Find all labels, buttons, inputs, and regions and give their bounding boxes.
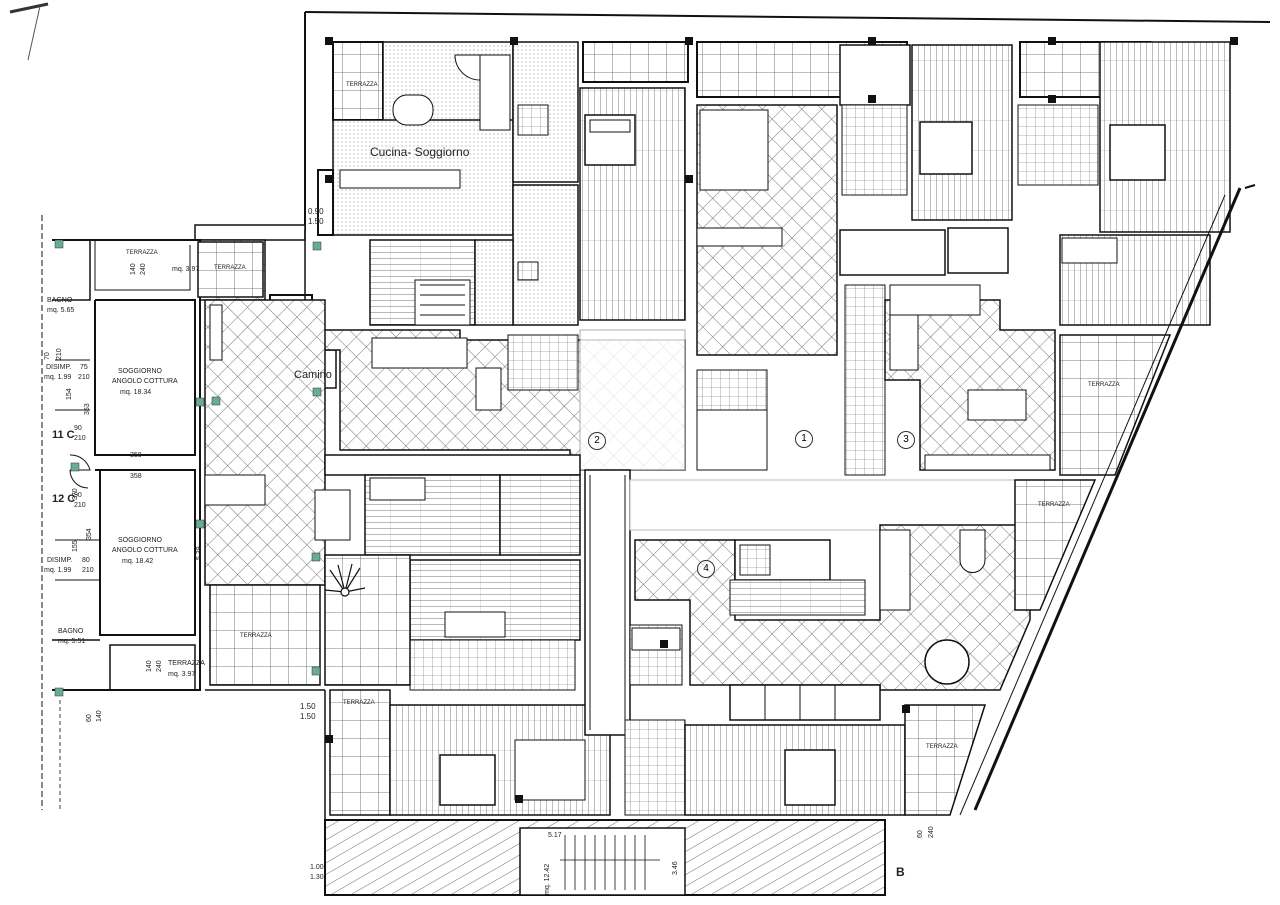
kitchen-living-label: Cucina- Soggiorno [370, 145, 470, 159]
dim-130: 1.30 [310, 874, 324, 881]
terrace-label-right-bottom: TERRAZZA [926, 744, 958, 750]
dim-60-right: 60 [917, 830, 924, 838]
closet-top-area: mq. 1.99 [44, 374, 72, 381]
dim-150-top: 1.50 [308, 217, 324, 226]
dim-240-b: 240 [156, 660, 163, 672]
living-bottom-line1: SOGGIORNO [118, 537, 162, 544]
dim-140-c: 140 [96, 710, 103, 722]
dim-210-c: 210 [78, 374, 90, 381]
left-units [41, 215, 201, 810]
dim-240-a: 240 [140, 263, 147, 275]
living-bottom-area: mq. 18.42 [122, 558, 154, 565]
unit-number-4: 4 [697, 560, 715, 578]
dim-517: 5.17 [548, 832, 562, 839]
dim-370: 370 [72, 488, 79, 500]
dim-210-d: 210 [82, 567, 94, 574]
closet-bottom-area: mq. 1.99 [44, 567, 72, 574]
terrace-area-top: mq. 3.97 [172, 266, 200, 273]
terrace-label-top-left: TERRAZZA [346, 82, 378, 88]
terrace-area-bottom: mq. 3.97 [168, 671, 196, 678]
bath-top-area: mq. 5.65 [47, 307, 75, 314]
dim-539: 5.39 [196, 546, 203, 560]
fireplace-label: Camino [294, 369, 332, 381]
unit-number-3: 3 [897, 431, 915, 449]
dim-150-a: 1.50 [300, 702, 316, 711]
dim-154: 154 [66, 388, 73, 400]
dim-80: 80 [82, 557, 90, 564]
bath-top-name: BAGNO [47, 297, 73, 304]
terrace-label-11c: TERRAZZA [126, 250, 158, 256]
palm-icon [324, 563, 366, 597]
dim-90-b: 90 [74, 492, 82, 499]
dim-90-a: 90 [74, 425, 82, 432]
dim-75: 75 [80, 364, 88, 371]
terrace-label-12c: TERRAZZA [168, 660, 205, 667]
dim-210-a: 210 [74, 435, 86, 442]
dim-100: 1.00 [310, 864, 324, 871]
unit-11c-label: 11 C [52, 429, 75, 441]
living-top-area: mq. 18.34 [120, 389, 152, 396]
closet-bottom-name: DISIMP. [47, 557, 73, 564]
dim-353: 353 [84, 403, 91, 415]
bath-bottom-area: mq. 5.51 [58, 638, 86, 645]
dim-150-b: 1.50 [300, 712, 316, 721]
dim-358-b: 358 [130, 473, 142, 480]
living-bottom-line2: ANGOLO COTTURA [112, 547, 178, 554]
terrace-label-bottom-left: TERRAZZA [240, 633, 272, 639]
dim-090: 0.90 [308, 207, 324, 216]
section-marker-b: B [896, 865, 905, 879]
dim-358-a: 358 [130, 452, 142, 459]
dim-346: 3.46 [672, 861, 679, 875]
dim-354: 354 [86, 528, 93, 540]
terrace-label-left: TERRAZZA [214, 265, 246, 271]
dim-155: 155 [72, 540, 79, 552]
dim-240-c: 240 [928, 826, 935, 838]
dim-210-e: 210 [56, 348, 63, 360]
dim-140-b: 140 [146, 660, 153, 672]
unit-12c-label: 12 C [52, 493, 76, 505]
living-top-line2: ANGOLO COTTURA [112, 378, 178, 385]
terrace-label-bottom: TERRAZZA [343, 700, 375, 706]
dim-140-a: 140 [130, 263, 137, 275]
dim-1242: mq. 12.42 [544, 863, 551, 895]
terrace-label-right: TERRAZZA [1088, 382, 1120, 388]
building-outline [304, 11, 1271, 230]
closet-top-name: DISIMP. [46, 364, 72, 371]
bath-bottom-name: BAGNO [58, 628, 84, 635]
unit-number-2: 2 [588, 432, 606, 450]
dim-210-b: 210 [74, 502, 86, 509]
dim-60-left: 60 [86, 714, 93, 722]
living-top-line1: SOGGIORNO [118, 368, 162, 375]
dim-70: 70 [44, 352, 51, 360]
unit-number-1: 1 [795, 430, 813, 448]
terrace-label-right-mid: TERRAZZA [1038, 502, 1070, 508]
